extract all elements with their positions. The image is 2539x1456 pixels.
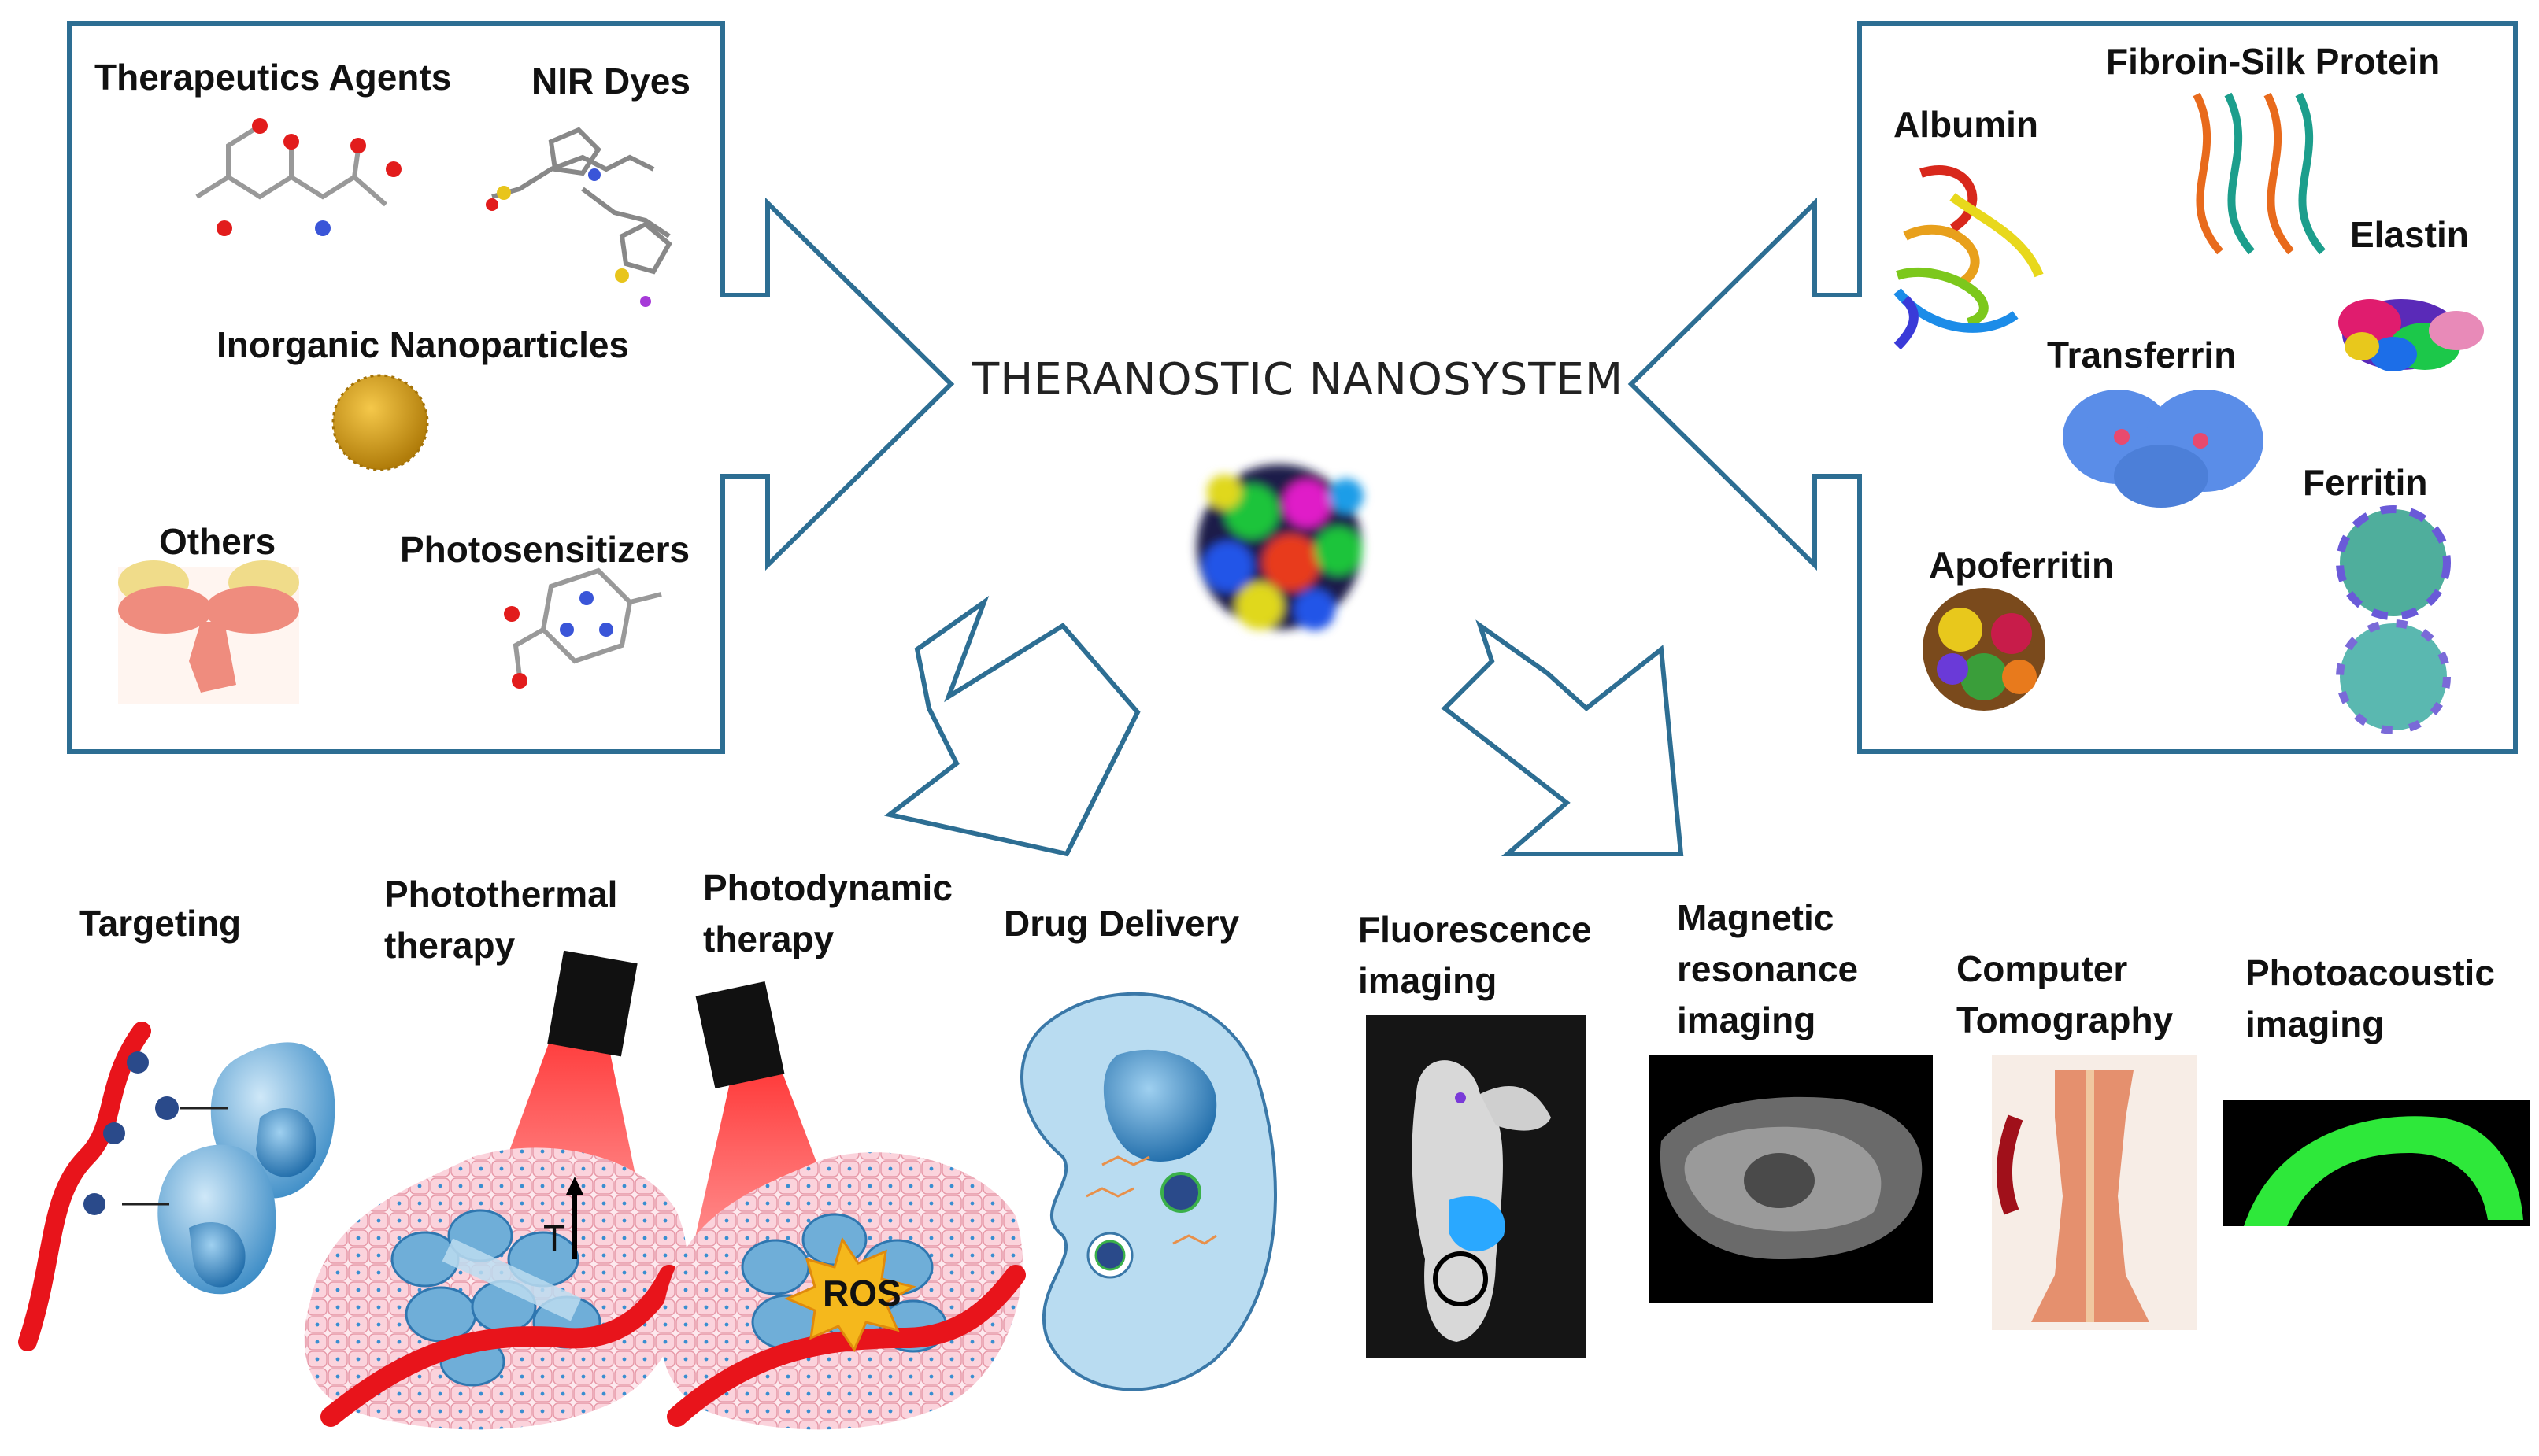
ros-burst-icon xyxy=(784,1236,916,1353)
label-elastin: Elastin xyxy=(2350,214,2469,255)
label-photothermal-line2: therapy xyxy=(384,925,516,966)
therapeutics-molecule-icon xyxy=(195,118,402,236)
label-mri-line2: resonance xyxy=(1677,948,1859,989)
label-nir-dyes: NIR Dyes xyxy=(531,61,690,102)
right-box-arrow-frame xyxy=(1627,21,2518,754)
label-mri-line1: Magnetic xyxy=(1677,897,1834,938)
label-targeting: Targeting xyxy=(79,903,242,944)
label-therapeutics-agents: Therapeutics Agents xyxy=(94,57,452,98)
antibody-icon xyxy=(118,560,299,704)
label-fibroin-silk-protein: Fibroin-Silk Protein xyxy=(2106,41,2441,82)
label-fluorescence-line2: imaging xyxy=(1358,960,1497,1001)
label-transferrin: Transferrin xyxy=(2047,334,2237,375)
label-others: Others xyxy=(159,521,276,562)
label-fluorescence-line1: Fluorescence xyxy=(1358,909,1592,950)
label-photodynamic-line2: therapy xyxy=(703,918,835,959)
photosensitizer-molecule-icon xyxy=(504,567,662,689)
label-ct-line1: Computer xyxy=(1956,948,2128,989)
fibroin-protein-icon xyxy=(2193,92,2326,255)
label-albumin: Albumin xyxy=(1893,104,2038,145)
fluorescence-mouse-image xyxy=(1366,1015,1586,1358)
apoferritin-protein-icon xyxy=(1923,588,2045,711)
label-ct-line2: Tomography xyxy=(1956,1000,2174,1040)
label-apoferritin: Apoferritin xyxy=(1929,545,2115,586)
ferritin-protein-icon xyxy=(2336,505,2451,734)
label-inorganic-nanoparticles: Inorganic Nanoparticles xyxy=(217,324,630,365)
nanosystem-particle xyxy=(1197,464,1364,630)
photothermal-illustration xyxy=(304,950,688,1430)
label-photosensitizers: Photosensitizers xyxy=(400,529,690,570)
targeting-illustration xyxy=(18,1022,335,1351)
inorganic-nanoparticle-icon xyxy=(331,374,429,471)
label-photoacoustic-line1: Photoacoustic xyxy=(2245,952,2495,993)
transferrin-protein-icon xyxy=(2063,390,2263,508)
mri-image xyxy=(1649,1055,1933,1303)
albumin-protein-icon xyxy=(1893,165,2044,350)
photoacoustic-image xyxy=(2223,1100,2530,1226)
nir-dye-molecule-icon xyxy=(486,127,672,307)
arrow-to-imaging xyxy=(1441,619,1684,856)
center-title: THERANOSTIC NANOSYSTEM xyxy=(972,354,1624,405)
label-ferritin: Ferritin xyxy=(2303,462,2428,503)
label-t: T xyxy=(543,1218,566,1258)
photodynamic-illustration xyxy=(660,981,1026,1430)
drug-delivery-cell-illustration xyxy=(1020,992,1277,1391)
label-ros: ROS xyxy=(823,1273,901,1314)
elastin-protein-icon xyxy=(2338,299,2484,371)
label-photodynamic-line1: Photodynamic xyxy=(703,867,953,908)
label-mri-line3: imaging xyxy=(1677,1000,1816,1040)
label-photothermal-line1: Photothermal xyxy=(384,874,618,915)
ct-skeleton-image xyxy=(1992,1055,2197,1330)
arrow-to-therapy xyxy=(884,595,1141,857)
label-photoacoustic-line2: imaging xyxy=(2245,1003,2385,1044)
label-drug-delivery: Drug Delivery xyxy=(1004,903,1240,944)
